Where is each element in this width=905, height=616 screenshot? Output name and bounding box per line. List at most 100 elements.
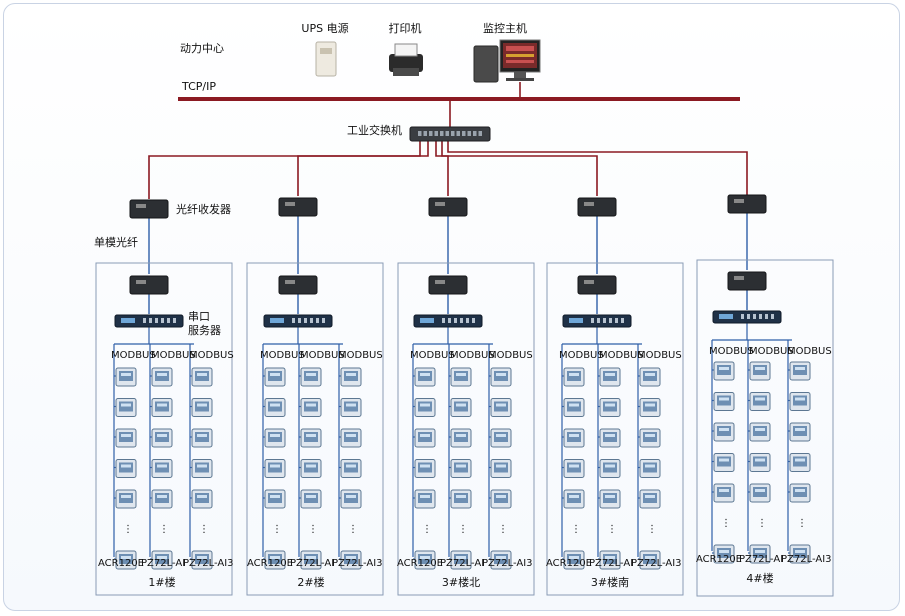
serial-server-panel-icon [719, 314, 733, 319]
meter-digits-icon [121, 464, 131, 468]
power-meter-icon [115, 367, 137, 387]
meter-digits-icon [306, 434, 316, 437]
serial-port-icon [747, 314, 750, 319]
fiber-label: 单模光纤 [94, 236, 138, 249]
modbus-label: MODBUS [559, 350, 604, 361]
power-meter-icon [450, 428, 472, 448]
serial-port-icon [472, 318, 475, 323]
serial-port-icon [149, 318, 152, 323]
power-meter-icon [639, 489, 661, 509]
serial-port-icon [155, 318, 158, 323]
ellipsis-icon: ⋮ [422, 523, 432, 535]
modbus-label: MODBUS [749, 346, 794, 357]
power-meter-icon [151, 428, 173, 448]
meter-digits-icon [755, 458, 765, 462]
modbus-label: MODBUS [637, 350, 682, 361]
fiber-transceiver-icon [577, 275, 617, 295]
power-meter-icon [713, 422, 735, 442]
meter-digits-icon [270, 434, 280, 437]
power-meter-icon [713, 453, 735, 472]
meter-digits-icon [197, 434, 207, 437]
switch-port-icon [440, 131, 444, 136]
serial-port-icon [466, 318, 469, 323]
meter-model-label: PZ72L-AI [589, 558, 634, 569]
meter-digits-icon [270, 556, 280, 559]
power-meter-icon [490, 489, 512, 509]
meter-digits-icon [496, 403, 506, 407]
switch-port-icon [456, 131, 460, 136]
serial-port-icon [753, 314, 756, 319]
power-meter-icon [191, 367, 213, 387]
meter-digits-icon [496, 464, 506, 468]
power-meter-icon [340, 489, 362, 509]
power-meter-icon [340, 428, 362, 448]
serial-server-panel-icon [569, 318, 583, 323]
ellipsis-icon: ⋮ [797, 517, 807, 529]
power-meter-icon [639, 398, 661, 417]
power-meter-icon [264, 550, 286, 570]
monitor-stand-icon [514, 72, 526, 78]
meter-digits-icon [719, 397, 729, 401]
meter-digits-icon [306, 464, 316, 468]
power-meter-icon [414, 550, 436, 570]
transceiver-body-icon [428, 197, 468, 217]
power-meter-icon [115, 428, 137, 448]
power-meter-icon [340, 550, 362, 570]
transceiver-body-icon [129, 275, 169, 295]
switch-port-icon [478, 131, 482, 136]
fiber-transceiver-icon [428, 275, 468, 295]
meter-model-label: ACR120E [397, 558, 444, 569]
switch-port-icon [451, 131, 455, 136]
switch-port-icon [462, 131, 466, 136]
meter-digits-icon [645, 373, 655, 376]
meter-digits-icon [795, 550, 805, 553]
transceiver-port-icon [734, 276, 744, 280]
meter-digits-icon [346, 464, 356, 468]
power-meter-icon [749, 392, 771, 411]
ellipsis-icon: ⋮ [272, 523, 282, 535]
power-meter-icon [749, 544, 771, 564]
meter-digits-icon [755, 367, 765, 370]
serial-port-icon [609, 318, 612, 323]
meter-digits-icon [306, 403, 316, 407]
meter-model-label: PZ72L-AI [290, 558, 335, 569]
power-meter-icon [789, 483, 811, 503]
power-meter-icon [713, 392, 735, 411]
ups-panel-icon [320, 48, 332, 54]
fiber-transceiver-icon [278, 275, 318, 295]
power-meter-icon [115, 489, 137, 509]
meter-model-label: ACR120E [247, 558, 294, 569]
power-meter-icon [789, 422, 811, 442]
power-meter-icon [191, 398, 213, 417]
meter-digits-icon [605, 464, 615, 468]
power-meter-icon [414, 398, 436, 417]
meter-digits-icon [645, 434, 655, 437]
transceiver-body-icon [428, 275, 468, 295]
building-name-label: 3#楼北 [441, 576, 481, 589]
power-center-label: 动力中心 [180, 42, 224, 55]
fiber-transceiver-icon [129, 275, 169, 295]
power-meter-icon [414, 459, 436, 478]
screen-row-icon [506, 60, 534, 63]
meter-digits-icon [197, 373, 207, 376]
meter-digits-icon [346, 556, 356, 559]
transceiver-body-icon [577, 197, 617, 217]
building-name-label: 1#楼 [148, 576, 176, 589]
transceiver-body-icon [727, 194, 767, 214]
power-meter-icon [450, 367, 472, 387]
ellipsis-icon: ⋮ [721, 517, 731, 529]
serial-server-label: 串口 服务器 [188, 310, 221, 337]
transceiver-label: 光纤收发器 [176, 203, 231, 216]
building-box [546, 262, 684, 596]
transceiver-port-icon [734, 199, 744, 203]
switch-label: 工业交换机 [347, 124, 402, 137]
modbus-label: MODBUS [787, 346, 832, 357]
meter-digits-icon [645, 464, 655, 468]
fiber-transceiver-icon [577, 197, 617, 217]
power-meter-icon [490, 428, 512, 448]
power-meter-icon [789, 392, 811, 411]
serial-port-icon [765, 314, 768, 319]
fiber-transceiver-icon [727, 194, 767, 214]
serial-port-icon [759, 314, 762, 319]
